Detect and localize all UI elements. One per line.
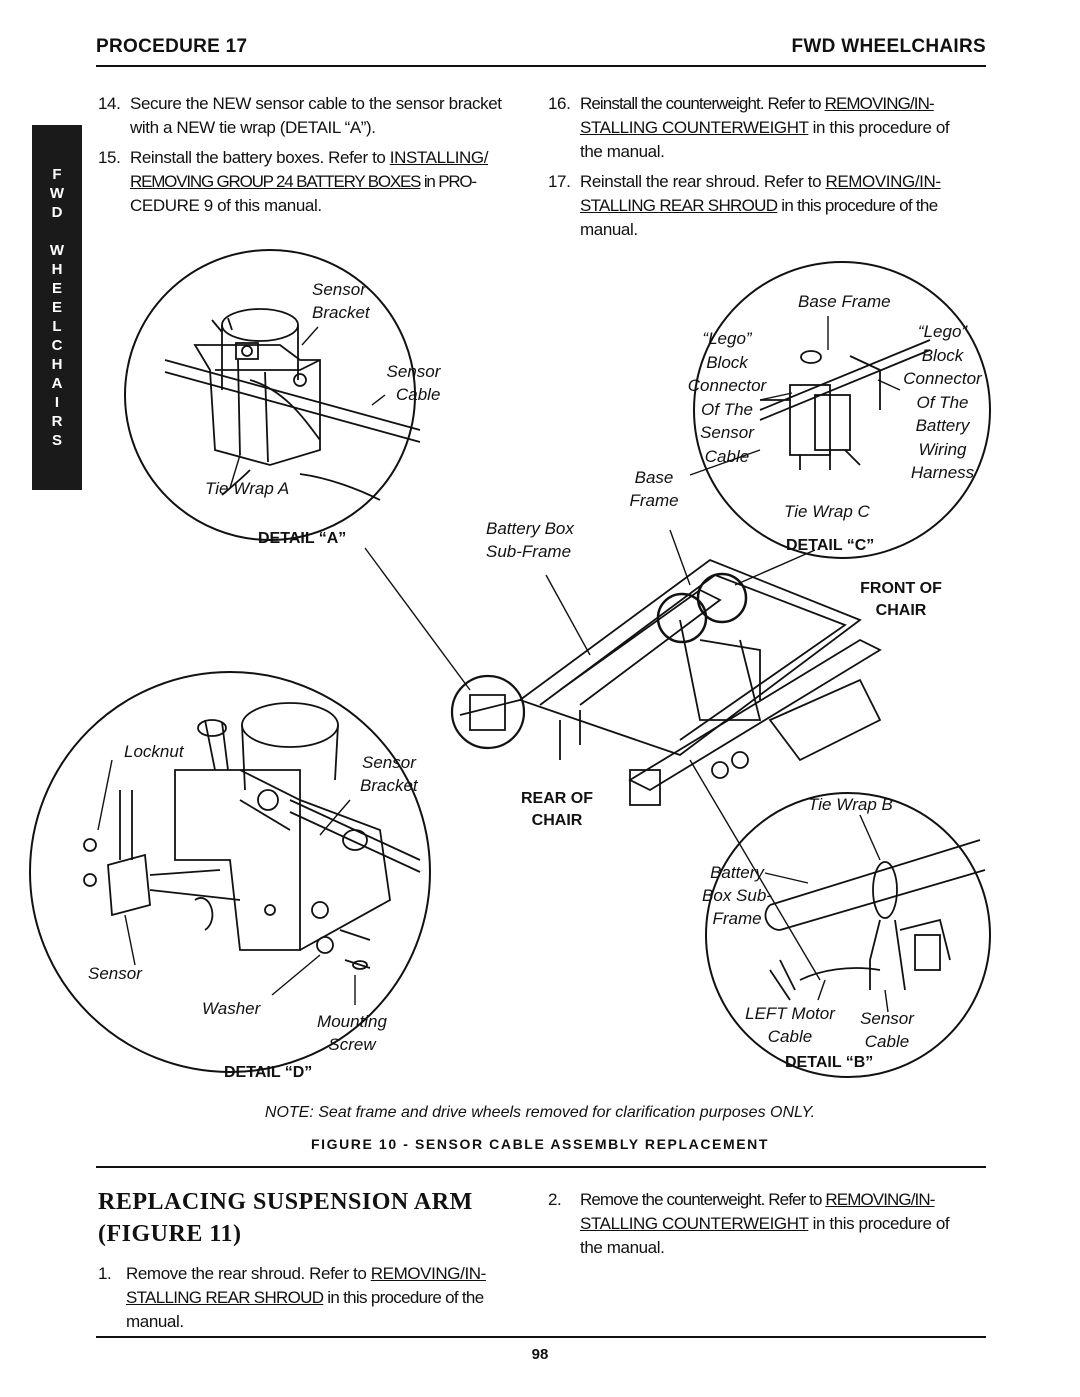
side-tab-letter: E bbox=[51, 280, 62, 297]
step-16: 16. Reinstall the counterweight. Refer t… bbox=[548, 94, 950, 161]
link-installing-counterweight[interactable]: STALLING COUNTERWEIGHT bbox=[580, 118, 809, 137]
side-tab: F W D W H E E L C H A I R S bbox=[32, 125, 82, 490]
side-tab-letter: F bbox=[52, 166, 62, 183]
step-1: 1. Remove the rear shroud. Refer to REMO… bbox=[98, 1264, 487, 1331]
detail-d-title: DETAIL “D” bbox=[224, 1064, 313, 1081]
side-tab-letter: E bbox=[51, 299, 62, 316]
side-tab-letter: R bbox=[51, 413, 63, 430]
page-number: 98 bbox=[531, 1346, 549, 1363]
side-tab-letter: W bbox=[49, 242, 65, 259]
locknut-label: Locknut bbox=[124, 742, 184, 761]
link-removing-rear-shroud-2[interactable]: REMOVING/IN- bbox=[370, 1264, 487, 1283]
tie-wrap-a-label: Tie Wrap A bbox=[205, 479, 290, 498]
step-15: 15. Reinstall the battery boxes. Refer t… bbox=[98, 148, 489, 215]
detail-b-title: DETAIL “B” bbox=[785, 1054, 874, 1071]
side-tab-letter: A bbox=[51, 375, 63, 392]
side-tab-letter: S bbox=[51, 432, 62, 449]
step-17: 17. Reinstall the rear shroud. Refer to … bbox=[548, 172, 941, 239]
side-tab-letter: H bbox=[51, 356, 63, 373]
caption-rule bbox=[96, 1166, 986, 1168]
detail-b-circle bbox=[705, 792, 991, 1078]
link-installing-battery-boxes[interactable]: INSTALLING/ bbox=[389, 148, 489, 167]
detail-d-bracket-drawing bbox=[83, 702, 421, 970]
detail-c-title: DETAIL “C” bbox=[786, 537, 875, 554]
link-installing-rear-shroud-2[interactable]: STALLING REAR SHROUD bbox=[126, 1288, 324, 1307]
detail-d-circle bbox=[29, 671, 431, 1073]
footer-rule bbox=[96, 1336, 986, 1338]
washer-label: Washer bbox=[202, 999, 261, 1018]
side-tab-letter: H bbox=[51, 261, 63, 278]
side-tab-letter: L bbox=[52, 318, 62, 335]
detail-a-title: DETAIL “A” bbox=[258, 530, 347, 547]
detail-b-cable-drawing bbox=[764, 839, 986, 1001]
detail-a-bracket-drawing bbox=[164, 308, 421, 501]
detail-c-connector-drawing bbox=[759, 339, 931, 470]
side-tab-letter: C bbox=[51, 337, 63, 354]
link-removing-battery-boxes[interactable]: REMOVING GROUP 24 BATTERY BOXES bbox=[130, 172, 422, 191]
procedure-label: PROCEDURE 17 bbox=[96, 36, 248, 57]
link-removing-counterweight-2[interactable]: REMOVING/IN- bbox=[825, 1190, 935, 1209]
figure-caption: FIGURE 10 - SENSOR CABLE ASSEMBLY REPLAC… bbox=[310, 1136, 770, 1152]
link-installing-counterweight-2[interactable]: STALLING COUNTERWEIGHT bbox=[580, 1214, 809, 1233]
link-installing-rear-shroud[interactable]: STALLING REAR SHROUD bbox=[580, 196, 778, 215]
sensor-label: Sensor bbox=[88, 964, 142, 983]
tie-wrap-b-label: Tie Wrap B bbox=[808, 795, 893, 814]
section-heading: REPLACING SUSPENSION ARM (FIGURE 11) bbox=[98, 1189, 473, 1247]
side-tab-letter: W bbox=[49, 185, 65, 202]
step-14: 14. Secure the NEW sensor cable to the s… bbox=[98, 94, 502, 137]
section-label: FWD WHEELCHAIRS bbox=[791, 36, 986, 57]
detail-c-base-frame-top-label: Base Frame bbox=[798, 292, 891, 311]
chair-frame-drawing bbox=[450, 558, 882, 806]
side-tab-letter: D bbox=[51, 204, 63, 221]
detail-c-circle bbox=[693, 261, 991, 559]
step-2: 2. Remove the counterweight. Refer to RE… bbox=[548, 1190, 950, 1257]
tie-wrap-c-label: Tie Wrap C bbox=[784, 502, 870, 521]
link-removing-rear-shroud[interactable]: REMOVING/IN- bbox=[825, 172, 941, 191]
figure-note: NOTE: Seat frame and drive wheels remove… bbox=[264, 1104, 816, 1121]
detail-a-circle bbox=[124, 249, 416, 541]
side-tab-letter: I bbox=[54, 394, 60, 411]
link-removing-counterweight[interactable]: REMOVING/IN- bbox=[824, 94, 935, 113]
header-rule bbox=[96, 65, 986, 67]
